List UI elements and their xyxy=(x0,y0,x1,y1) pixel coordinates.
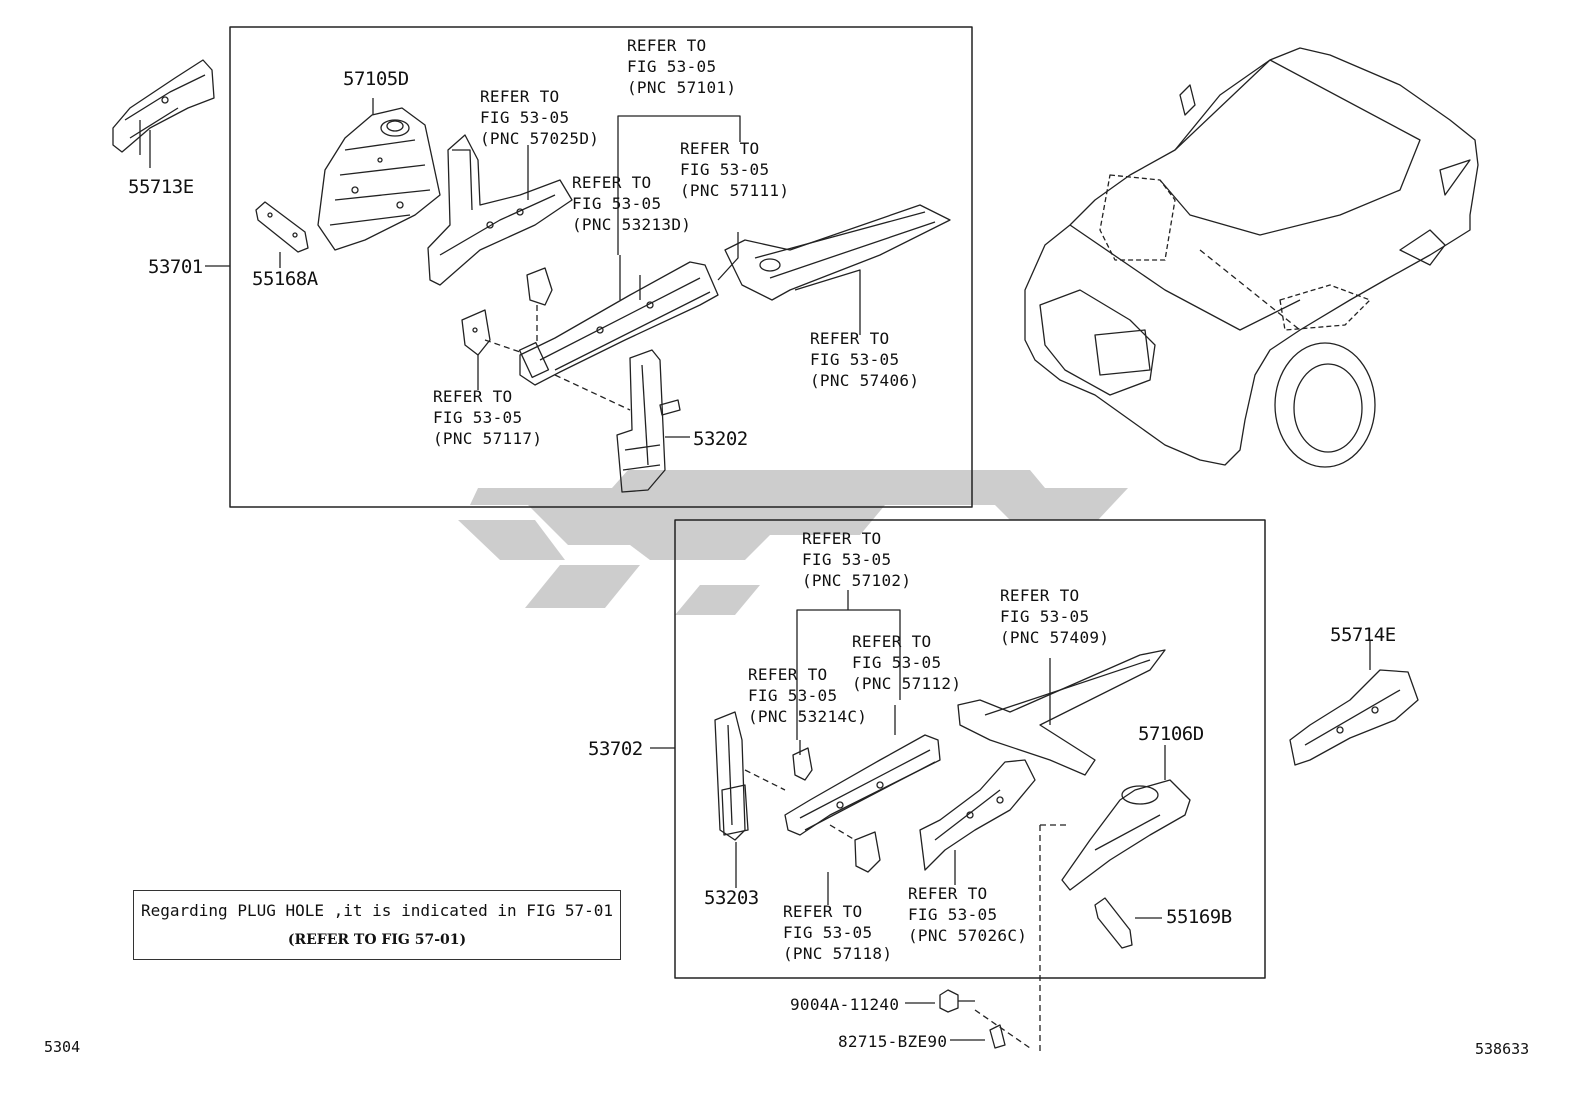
part-53202-drawing xyxy=(554,349,690,493)
part-57117-drawing xyxy=(461,309,521,390)
part-55713E-drawing xyxy=(112,59,215,168)
part-number-57106D: 57106D xyxy=(1138,723,1204,745)
watermark-logo xyxy=(458,470,1128,615)
fasteners-drawing xyxy=(905,989,1031,1049)
part-53213D-drawing xyxy=(526,267,553,345)
refer-to-pnc-57026C: REFER TO FIG 53-05 (PNC 57026C) xyxy=(908,884,1028,945)
car-illustration xyxy=(1024,47,1479,468)
part-number-82715-BZE90: 82715-BZE90 xyxy=(838,1032,948,1051)
part-57106D-drawing xyxy=(1061,745,1191,891)
part-number-53202: 53202 xyxy=(693,428,748,450)
part-57026C-drawing xyxy=(919,759,1036,885)
part-number-53701: 53701 xyxy=(148,256,203,278)
part-number-53702: 53702 xyxy=(588,738,643,760)
figure-code-left: 5304 xyxy=(44,1038,81,1056)
refer-to-pnc-57102: REFER TO FIG 53-05 (PNC 57102) xyxy=(802,529,912,590)
refer-to-pnc-57406: REFER TO FIG 53-05 (PNC 57406) xyxy=(810,329,920,390)
part-57409-drawing xyxy=(957,649,1166,776)
part-number-55168A: 55168A xyxy=(252,268,318,290)
part-number-55169B: 55169B xyxy=(1166,906,1232,928)
part-53214C-drawing xyxy=(792,740,813,781)
part-number-57105D: 57105D xyxy=(343,68,409,90)
part-57118-drawing xyxy=(827,824,881,905)
part-55168A-drawing xyxy=(255,201,309,268)
part-57105D-drawing xyxy=(317,98,441,251)
part-57111-drawing xyxy=(518,232,739,386)
part-57406-drawing xyxy=(724,204,951,335)
refer-to-pnc-57409: REFER TO FIG 53-05 (PNC 57409) xyxy=(1000,586,1110,647)
part-55714E-drawing xyxy=(1289,640,1419,766)
refer-to-pnc-57112: REFER TO FIG 53-05 (PNC 57112) xyxy=(852,632,962,693)
refer-to-pnc-53214C: REFER TO FIG 53-05 (PNC 53214C) xyxy=(748,665,868,726)
plug-hole-note-reference: (REFER TO FIG 57-01) xyxy=(287,932,467,948)
part-57025D-drawing xyxy=(427,134,573,286)
refer-to-pnc-57118: REFER TO FIG 53-05 (PNC 57118) xyxy=(783,902,893,963)
refer-to-pnc-57025D: REFER TO FIG 53-05 (PNC 57025D) xyxy=(480,87,600,148)
part-number-55713E: 55713E xyxy=(128,176,194,198)
part-55169B-drawing xyxy=(1094,897,1162,949)
plug-hole-note-text: Regarding PLUG HOLE ,it is indicated in … xyxy=(140,901,613,920)
figure-code-right: 538633 xyxy=(1475,1040,1530,1058)
lower-assembly-frame xyxy=(674,519,1266,979)
refer-to-pnc-57101: REFER TO FIG 53-05 (PNC 57101) xyxy=(627,36,737,97)
plug-hole-note-box: Regarding PLUG HOLE ,it is indicated in … xyxy=(133,890,621,960)
refer-to-pnc-57111: REFER TO FIG 53-05 (PNC 57111) xyxy=(680,139,790,200)
part-53203-drawing xyxy=(714,711,786,888)
part-number-55714E: 55714E xyxy=(1330,624,1396,646)
upper-assembly-frame xyxy=(229,26,973,508)
part-number-9004A-11240: 9004A-11240 xyxy=(790,995,900,1014)
part-number-53203: 53203 xyxy=(704,887,759,909)
part-57112-drawing xyxy=(784,705,941,836)
refer-to-pnc-53213D: REFER TO FIG 53-05 (PNC 53213D) xyxy=(572,173,692,234)
refer-to-pnc-57117: REFER TO FIG 53-05 (PNC 57117) xyxy=(433,387,543,448)
